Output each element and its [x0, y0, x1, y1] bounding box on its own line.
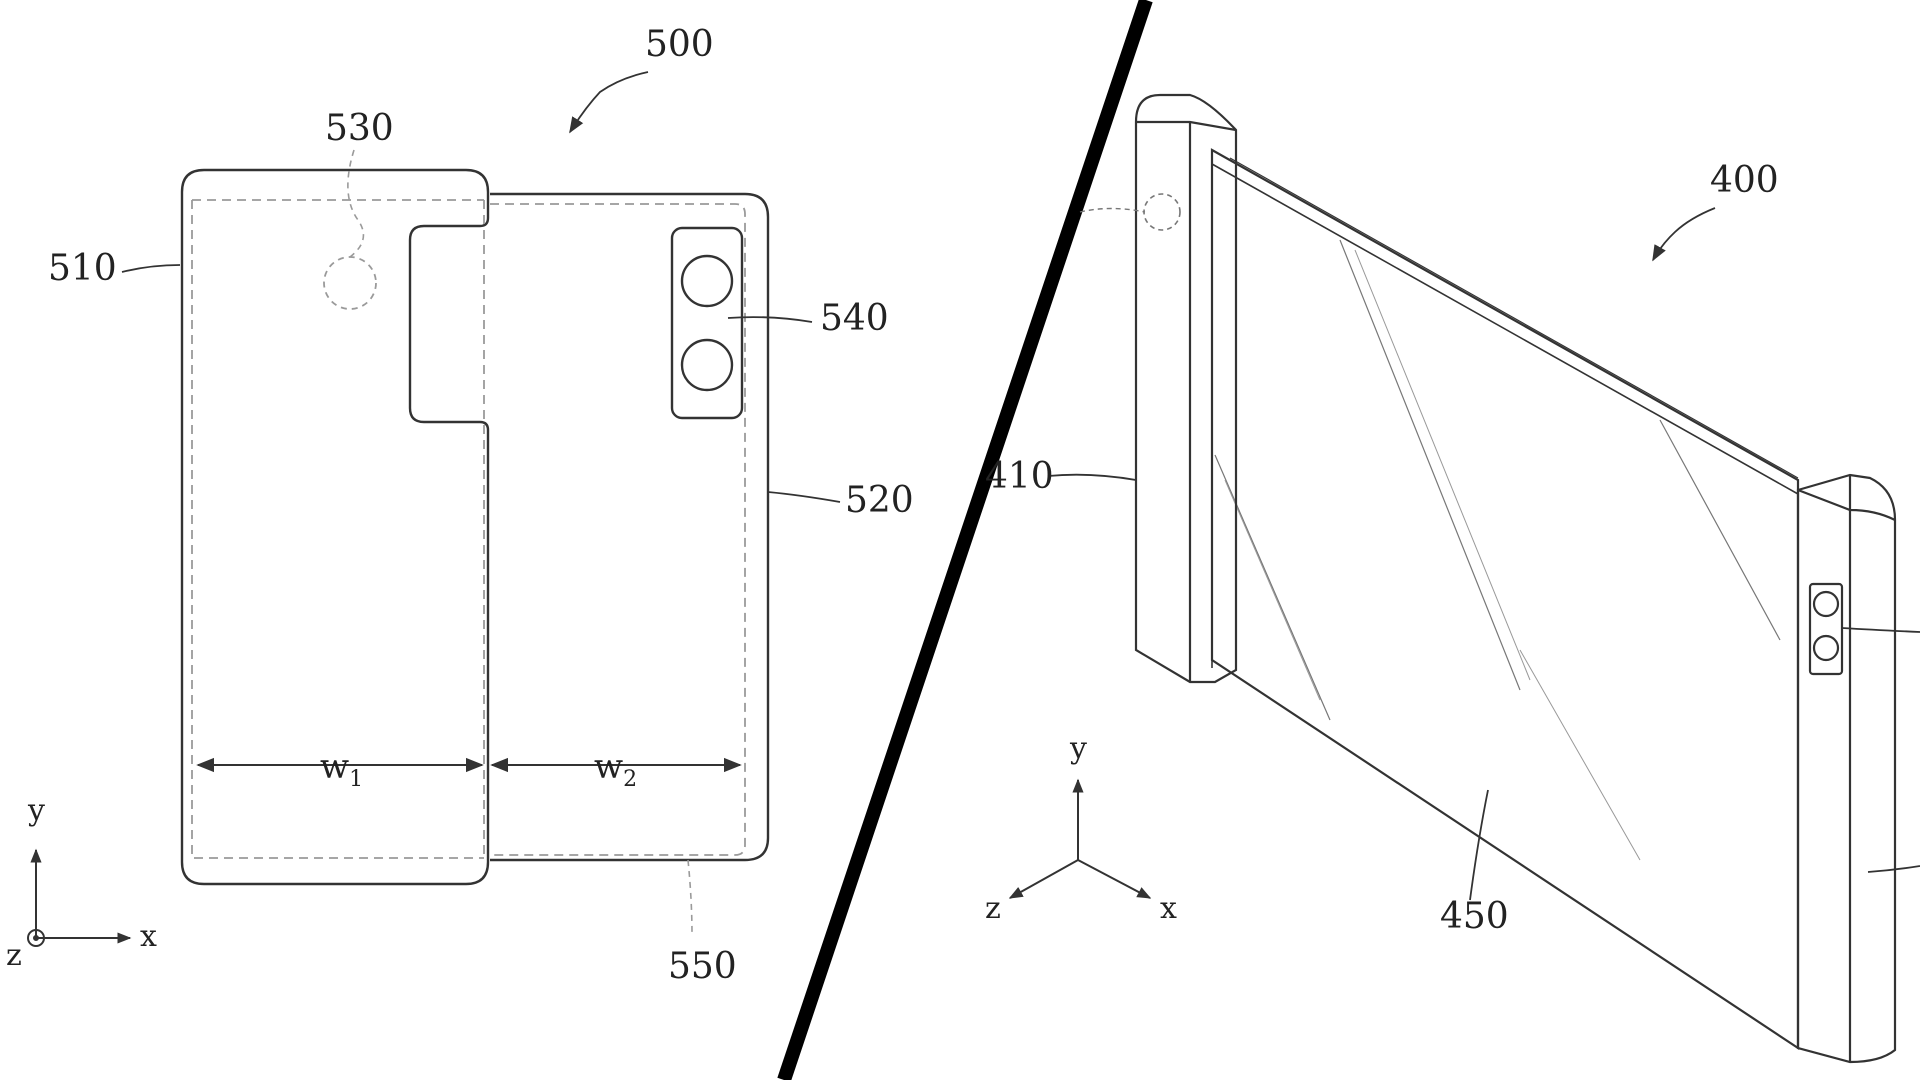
left-axis-y: y	[27, 793, 45, 828]
label-500: 500	[645, 24, 714, 65]
right-axis-triad	[1008, 778, 1152, 899]
left-housing-top-cap	[1136, 120, 1237, 132]
glare-line-1	[1339, 239, 1521, 691]
right-axis-y: y	[1069, 731, 1087, 766]
leader-510	[121, 264, 181, 273]
right-housing	[1796, 473, 1897, 1064]
body-510-dashed-edge	[191, 199, 485, 859]
right-housing-top-cap	[1797, 488, 1896, 521]
body-510-outline	[180, 168, 490, 886]
leader-520	[767, 491, 841, 503]
label-520: 520	[845, 480, 914, 521]
right-camera-module	[1808, 582, 1844, 676]
left-axis-x: x	[140, 919, 157, 954]
display-top-edge	[1211, 163, 1799, 495]
leader-530	[347, 149, 365, 258]
label-510: 510	[48, 248, 117, 289]
display-inner-edge	[1229, 157, 1799, 479]
leader-410	[1047, 473, 1137, 481]
figure-divider	[777, 0, 1153, 1083]
left-axis-z: z	[6, 938, 22, 973]
left-figure-500	[27, 71, 841, 947]
leader-550	[687, 859, 693, 936]
label-550: 550	[668, 946, 737, 987]
leader-housing-right	[1867, 865, 1920, 873]
glare-line-5	[1659, 419, 1781, 641]
camera-lens-lower	[680, 338, 734, 392]
label-450: 450	[1440, 896, 1509, 937]
left-housing-410	[1134, 93, 1238, 684]
sensor-530-circle	[323, 256, 377, 310]
leader-410-sensor	[1079, 207, 1146, 213]
camera-module-540	[670, 226, 744, 420]
right-figure-400	[1008, 93, 1920, 1064]
leader-450	[1469, 789, 1489, 901]
glare-line-3	[1214, 454, 1331, 721]
leader-400-arrow	[1652, 207, 1716, 262]
glare-line-4	[1224, 479, 1321, 701]
right-axis-z: z	[985, 891, 1001, 926]
left-housing-sensor	[1143, 193, 1181, 231]
leader-500-arrow	[569, 71, 649, 134]
label-530: 530	[325, 108, 394, 149]
label-540: 540	[820, 298, 889, 339]
housing-520-dashed-edge	[490, 203, 746, 856]
label-w1: w1	[320, 747, 363, 792]
leader-540	[727, 316, 813, 323]
right-axis-x: x	[1160, 891, 1177, 926]
right-camera-lens-upper	[1812, 590, 1840, 618]
label-400: 400	[1710, 160, 1779, 201]
glare-line-2	[1354, 249, 1531, 681]
right-camera-lens-lower	[1812, 634, 1840, 662]
label-410: 410	[985, 456, 1054, 497]
camera-lens-upper	[680, 254, 734, 308]
housing-520-outline	[490, 192, 770, 862]
label-w2: w2	[594, 747, 637, 792]
leader-camera-right	[1841, 627, 1920, 633]
left-axis-triad	[27, 848, 132, 947]
glare-line-6	[1519, 649, 1641, 861]
